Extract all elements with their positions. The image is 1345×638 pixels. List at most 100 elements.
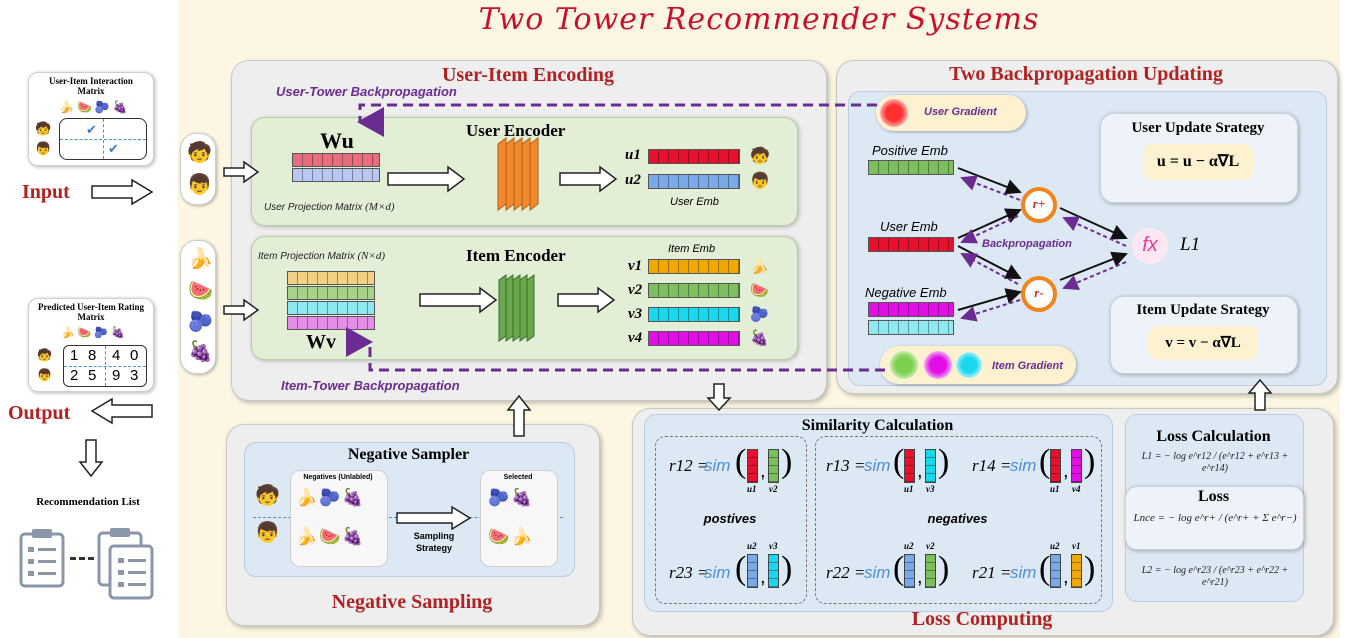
r-plus-node [1021, 187, 1057, 223]
backprop-title: Two Backpropagation Updating [949, 63, 1223, 85]
rating-value: 0 [130, 347, 139, 364]
paren-open: ( [893, 550, 905, 587]
paren-close: ) [1084, 443, 1096, 480]
user-faces: 🧒👦 [37, 348, 52, 382]
v4-sub: v4 [1072, 484, 1081, 494]
comma: , [917, 566, 923, 588]
v2-embedding [648, 283, 740, 298]
blueberry-icon: 🫐 [750, 306, 769, 323]
positives-label: postives [703, 511, 757, 526]
l1-formula: L1 = − log e^r12 / (e^r12 + e^r13 + e^r1… [1141, 451, 1289, 474]
l1-label: L1 [1180, 234, 1201, 255]
loss-calc-title: Loss Calculation [1156, 428, 1271, 445]
user-update-title: User Update Srategy [1131, 120, 1265, 136]
avatar: 👦 [750, 173, 770, 190]
positives-group [655, 436, 807, 604]
item-proj-row [287, 286, 375, 300]
paren-close: ) [781, 443, 793, 480]
item-gradient-label: Item Gradient [992, 360, 1063, 372]
v3-sub: v3 [926, 484, 935, 494]
selected-fruits: 🍉🍌 [488, 527, 535, 546]
blueberry-icon: 🫐 [188, 311, 213, 333]
sim-func: sim [1010, 456, 1037, 475]
predicted-grid: 1 8 4 0 2 5 9 3 [63, 345, 147, 387]
recommendation-label: Recommendation List [36, 496, 140, 508]
r13-label: r13 = [826, 456, 866, 475]
item-encoder-title: Item Encoder [466, 246, 566, 265]
v3-embedding [648, 307, 740, 322]
check-icon: ✔ [86, 122, 97, 137]
v2-vector [925, 554, 936, 588]
avatar: 🧒 [750, 148, 770, 165]
r23-label: r23 = [669, 563, 709, 582]
u1-vector [904, 449, 915, 483]
r-minus-node [1021, 276, 1057, 312]
v3-vector [925, 449, 936, 483]
interaction-matrix-title: User-Item Interaction Matrix [49, 76, 133, 96]
check-icon: ✔ [108, 141, 119, 156]
negatives-label: Negatives (Unlabled) [303, 474, 373, 481]
negatives-box [290, 470, 388, 567]
paren-open: ( [735, 443, 747, 480]
user-update-formula: u = u − α∇L [1143, 144, 1253, 180]
loss-card [1125, 486, 1304, 550]
u2-sup: u2 [904, 541, 914, 551]
u1-sub: u1 [1050, 484, 1060, 494]
u1-vector [1050, 449, 1061, 483]
item-encoder-layers [498, 274, 535, 342]
comma: , [760, 460, 766, 482]
u2-sup: u2 [1050, 541, 1060, 551]
wv-label: Wv [306, 331, 336, 353]
r22-label: r22 = [826, 563, 866, 582]
avatar: 🧒 [255, 485, 280, 507]
user-faces: 🧒👦 [35, 121, 52, 156]
negatives-group [815, 436, 1102, 604]
u2-vector [1050, 554, 1061, 588]
l2-formula: L2 = − log e^r23 / (e^r23 + e^r22 + e^r2… [1141, 565, 1289, 588]
rating-value: 8 [88, 347, 97, 364]
banana-icon: 🍌 [750, 258, 769, 275]
negative-emb-bar-2 [868, 320, 954, 335]
sim-func: sim [704, 563, 731, 582]
sampling-title: Negative Sampling [331, 591, 493, 613]
rating-value: 9 [112, 367, 121, 384]
user-proj-label: User Projection Matrix (M×d) [264, 201, 395, 213]
v2-label: v2 [628, 282, 643, 298]
paren-close: ) [1084, 550, 1096, 587]
item-avatar-pill: 🍌 🍉 🫐 🍇 [180, 240, 216, 374]
item-emb-label: Item Emb [668, 243, 716, 255]
positive-emb-bar [868, 160, 954, 175]
encoding-title: User-Item Encoding [441, 64, 615, 86]
v1-label: v1 [628, 258, 643, 274]
negatives-fruits: 🍌🍉🍇 [296, 527, 366, 546]
item-proj-row [287, 271, 375, 285]
rating-value: 4 [112, 347, 121, 364]
watermelon-icon: 🍉 [750, 282, 769, 299]
watermelon-icon: 🍉 [188, 280, 213, 302]
user-gradient-dot [880, 99, 908, 127]
u2-embedding [648, 174, 740, 189]
backpropagation-label: Backpropagation [982, 238, 1072, 250]
v4-vector [1071, 449, 1082, 483]
user-avatar-pill: 🧒 👦 [180, 133, 216, 205]
paren-close: ) [938, 443, 950, 480]
v3-vector [768, 554, 779, 588]
clipboard-list-icon [19, 529, 65, 588]
v1-vector [1071, 554, 1082, 588]
negative-emb-bar [868, 302, 954, 317]
u1-sub: u1 [747, 484, 757, 494]
u1-sub: u1 [904, 484, 914, 494]
user-proj-row [292, 153, 380, 167]
matrix-grid: ✔ ✔ [59, 118, 147, 160]
v3-label: v3 [628, 306, 643, 322]
v2-sub: v2 [769, 484, 778, 494]
predicted-matrix-title: Predicted User-Item Rating Matrix [38, 302, 144, 322]
negatives-label: negatives [927, 511, 988, 526]
u2-vector [904, 554, 915, 588]
banana-icon: 🍌 [188, 248, 213, 270]
item-gradient-dot [956, 352, 982, 378]
comma: , [1063, 460, 1069, 482]
grape-icon: 🍇 [750, 330, 769, 347]
r-plus-label: r+ [1032, 196, 1046, 211]
positive-emb-label: Positive Emb [872, 143, 948, 158]
